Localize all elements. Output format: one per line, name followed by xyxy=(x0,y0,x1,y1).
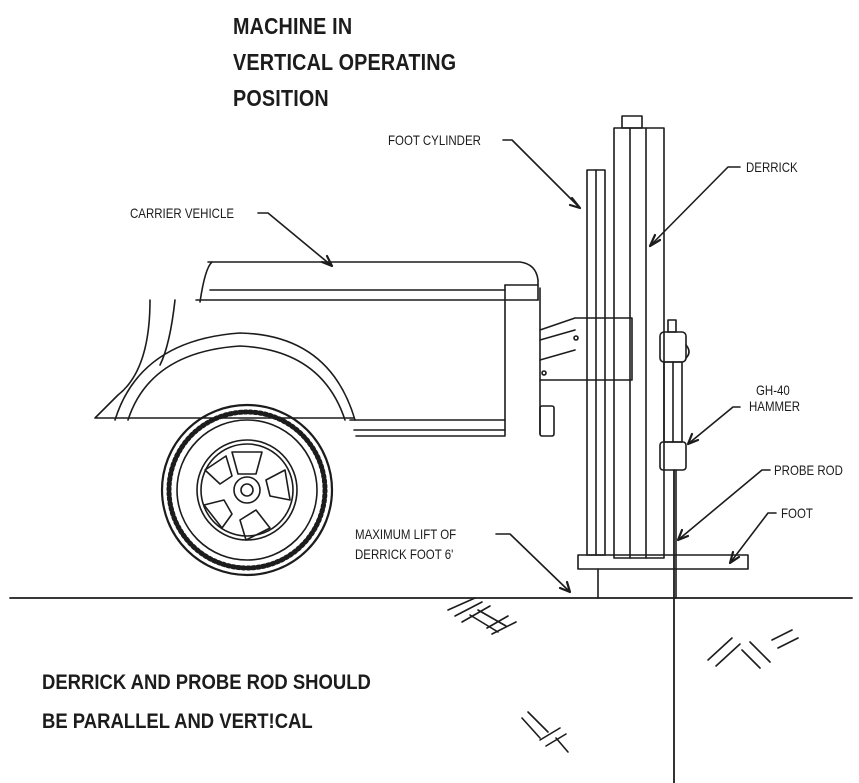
title-line-2: VERTICAL OPERATING xyxy=(233,49,457,75)
carrier-vehicle-body xyxy=(94,261,555,437)
diagram-title: MACHINE IN VERTICAL OPERATING POSITION xyxy=(233,8,456,116)
alignment-note: DERRICK AND PROBE ROD SHOULD BE PARALLEL… xyxy=(42,663,371,741)
label-max-lift-line-2: DERRICK FOOT 6' xyxy=(355,546,454,562)
label-hammer-line-2: HAMMER xyxy=(749,398,801,414)
label-carrier-vehicle: CARRIER VEHICLE xyxy=(130,205,234,221)
gh40-hammer xyxy=(659,319,690,471)
soil-hatch-3 xyxy=(521,711,569,753)
label-max-lift-line-1: MAXIMUM LIFT OF xyxy=(355,526,457,542)
label-foot-cylinder: FOOT CYLINDER xyxy=(388,132,481,148)
foot-cylinder xyxy=(586,169,606,556)
title-line-3: POSITION xyxy=(233,85,329,111)
vehicle-wheel xyxy=(160,403,334,577)
soil-hatch-1 xyxy=(447,597,517,635)
note-line-1: DERRICK AND PROBE ROD SHOULD xyxy=(42,671,371,694)
note-line-2: BE PARALLEL AND VERT!CAL xyxy=(42,710,313,733)
derrick-foot xyxy=(577,554,749,599)
leader-lines xyxy=(257,139,777,594)
mounting-bracket xyxy=(539,317,633,381)
label-hammer-line-1: GH-40 xyxy=(756,382,790,398)
label-probe-rod: PROBE ROD xyxy=(774,462,843,478)
title-line-1: MACHINE IN xyxy=(233,13,353,39)
label-derrick: DERRICK xyxy=(746,159,798,175)
derrick xyxy=(613,115,665,559)
soil-hatch-2 xyxy=(707,629,799,669)
label-foot: FOOT xyxy=(781,505,813,521)
